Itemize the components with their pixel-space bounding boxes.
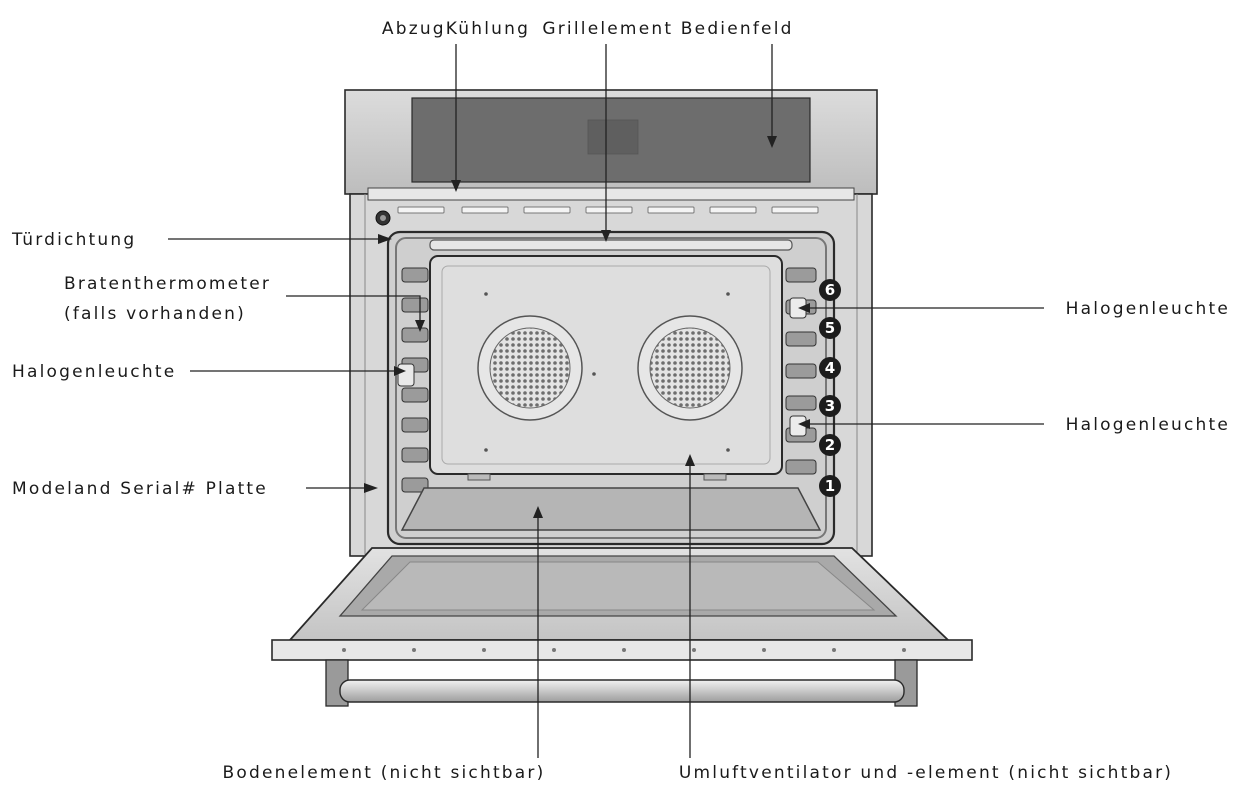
rack-number-1: 1 [825,477,835,495]
rack-number-2: 2 [825,436,835,454]
rack-number-5: 5 [825,319,835,337]
label-umluftventilator: Umluftventilator und -element (nicht sic… [679,763,1173,783]
convection-fan-right [637,315,743,421]
rack-badge-5 [819,317,841,339]
door-gasket [395,237,827,539]
control-display [587,119,639,155]
leader-lines [168,44,1044,758]
label-bratenthermometer-line2: (falls vorhanden) [64,304,246,324]
oven-illustration: 6 5 4 3 2 1 [271,89,973,707]
cooling-vent-slots [397,206,819,214]
rack-badge-3 [819,395,841,417]
rack-number-3: 3 [825,397,835,415]
oven-floor [400,487,822,531]
vent-strip [367,187,855,201]
rack-badge-4 [819,357,841,379]
label-grillelement-bedienfeld: Grillelement Bedienfeld [542,19,793,39]
rack-number-4: 4 [825,359,835,377]
labels: AbzugKühlung Grillelement Bedienfeld Tür… [11,19,1230,783]
label-bodenelement: Bodenelement (nicht sichtbar) [223,763,546,783]
label-halogenleuchte-left: Halogenleuchte [12,362,176,382]
label-modeland-serial: Modeland Serial# Platte [12,479,268,499]
convection-fan-left [477,315,583,421]
rack-badge-2 [819,434,841,456]
rack-badge-1 [819,475,841,497]
label-halogenleuchte-right-top: Halogenleuchte [1066,299,1230,319]
label-bratenthermometer-line1: Bratenthermometer [64,274,271,294]
door-handle-bar [339,679,905,703]
broil-element [429,239,793,251]
rack-position-badges: 6 5 4 3 2 1 [819,279,841,497]
label-tuerdichtung: Türdichtung [11,230,136,250]
rack-number-6: 6 [825,281,835,299]
label-abzug-kuehlung: AbzugKühlung [382,19,530,39]
rack-badge-6 [819,279,841,301]
label-halogenleuchte-right-mid: Halogenleuchte [1066,415,1230,435]
halogen-light-left [397,363,415,387]
left-rack-guides [401,267,429,493]
